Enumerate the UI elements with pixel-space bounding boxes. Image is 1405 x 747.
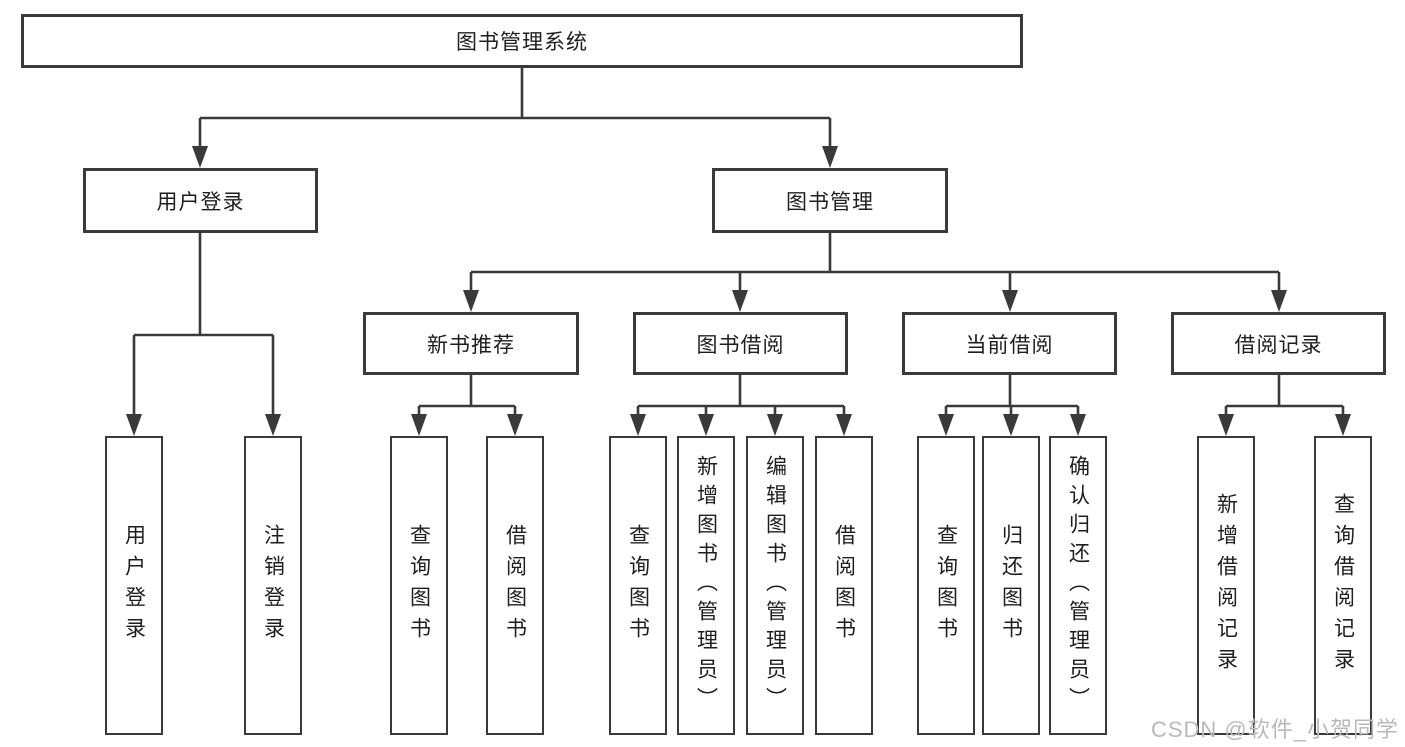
arrowhead-icon <box>1070 414 1086 436</box>
connector-borrow-records <box>1224 375 1345 416</box>
node-current-borrowing: 当前借阅 <box>902 312 1117 375</box>
arrowhead-icon <box>1335 414 1351 436</box>
node-borrowing-records: 借阅记录 <box>1171 312 1386 375</box>
arrowhead-icon <box>265 414 281 436</box>
leaf-cb-query-books: 查询图书 <box>917 436 975 735</box>
leaf-br-query-record: 查询借阅记录 <box>1314 436 1372 735</box>
connector-book-borrow <box>636 375 846 416</box>
leaf-user-login: 用户登录 <box>105 436 163 735</box>
node-book-management: 图书管理 <box>712 168 948 233</box>
leaf-nb-query-books: 查询图书 <box>390 436 448 735</box>
connector-new-books <box>417 375 517 416</box>
node-user-login: 用户登录 <box>83 168 318 233</box>
arrowhead-icon <box>767 414 783 436</box>
connector-root <box>198 68 832 150</box>
connector-book-mgmt <box>469 233 1281 292</box>
arrowhead-icon <box>1003 414 1019 436</box>
arrowhead-icon <box>732 290 748 312</box>
leaf-bb-edit-books-admin: 编辑图书（管理员） <box>746 436 804 735</box>
leaf-bb-add-books-admin: 新增图书（管理员） <box>677 436 735 735</box>
connector-current-borrow <box>944 375 1080 416</box>
arrowhead-icon <box>822 146 838 168</box>
leaf-cb-return-books: 归还图书 <box>982 436 1040 735</box>
connector-user-login <box>132 233 275 416</box>
arrowhead-icon <box>463 290 479 312</box>
arrowhead-icon <box>1218 414 1234 436</box>
arrowhead-icon <box>698 414 714 436</box>
arrowhead-icon <box>411 414 427 436</box>
leaf-bb-query-books: 查询图书 <box>609 436 667 735</box>
arrowhead-icon <box>1271 290 1287 312</box>
leaf-cb-confirm-return-admin: 确认归还（管理员） <box>1049 436 1107 735</box>
node-root: 图书管理系统 <box>21 14 1023 68</box>
arrowhead-icon <box>836 414 852 436</box>
node-new-book-recommend: 新书推荐 <box>363 312 579 375</box>
csdn-watermark: CSDN @软件_小贺同学 <box>1150 717 1399 742</box>
leaf-br-add-record: 新增借阅记录 <box>1197 436 1255 735</box>
leaf-logout: 注销登录 <box>244 436 302 735</box>
arrowhead-icon <box>192 146 208 168</box>
arrowhead-icon <box>938 414 954 436</box>
arrowhead-icon <box>630 414 646 436</box>
arrowhead-icon <box>126 414 142 436</box>
arrowhead-icon <box>507 414 523 436</box>
leaf-bb-borrow-books: 借阅图书 <box>815 436 873 735</box>
leaf-nb-borrow-books: 借阅图书 <box>486 436 544 735</box>
arrowhead-icon <box>1002 290 1018 312</box>
node-book-borrowing: 图书借阅 <box>633 312 848 375</box>
